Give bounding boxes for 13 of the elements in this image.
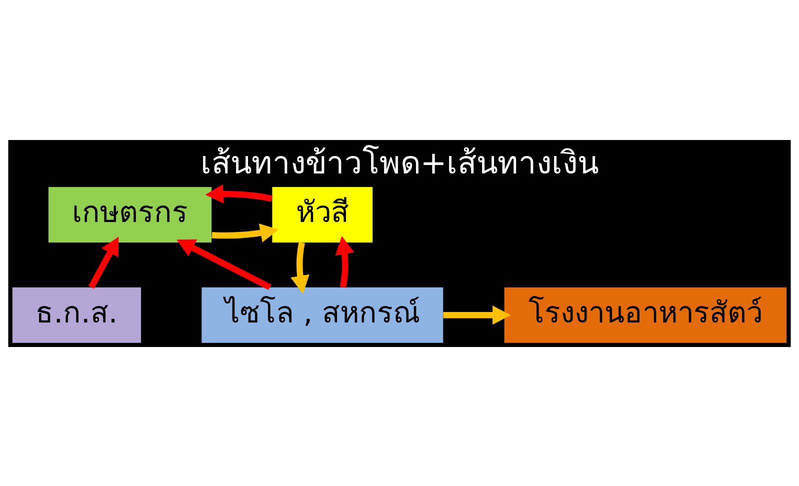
node-box: หัวสี [272,186,373,242]
diagram-title: เส้นทางข้าวโพด+เส้นทางเงิน [200,144,599,181]
arrow [176,238,272,290]
arrow [88,236,119,288]
node-box: โรงงานอาหารสัตว์ [504,286,787,342]
arrow [335,236,354,288]
arrow [212,223,279,242]
node-box: ธ.ก.ส. [12,286,141,342]
arrow [443,305,511,324]
node-box: เกษตรกร [48,186,212,242]
node-box: ไซโล , สหกรณ์ [202,286,444,342]
arrow [205,184,273,203]
arrow [290,242,310,294]
